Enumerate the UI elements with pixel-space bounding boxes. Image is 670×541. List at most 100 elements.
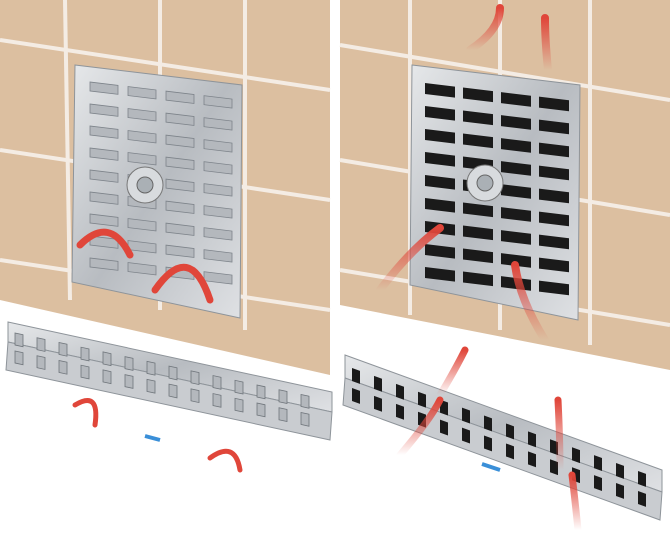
vent-slot — [203, 95, 233, 109]
vent-slot — [374, 375, 382, 392]
vent-slot — [501, 253, 531, 268]
vent-slot — [501, 230, 531, 245]
vent-slot — [374, 395, 382, 412]
vent-slot — [168, 365, 178, 381]
vent-slot — [278, 389, 288, 404]
vent-slot — [506, 443, 514, 460]
vent-slot — [80, 346, 90, 362]
vent-slot — [102, 369, 112, 385]
vent-slot — [539, 96, 569, 112]
vent-slot — [124, 374, 134, 389]
vent-slot — [127, 86, 157, 100]
left-strip-vent-closed — [5, 321, 333, 473]
vent-slot — [638, 470, 646, 487]
vent-slot — [146, 360, 156, 376]
vent-slot — [58, 359, 68, 375]
vent-slot — [89, 257, 119, 271]
vent-slot — [501, 138, 531, 153]
vent-slot — [572, 447, 580, 464]
vent-slot — [528, 431, 536, 448]
vent-slot — [165, 156, 195, 170]
vent-slot — [80, 364, 90, 380]
right-strip-vent-open — [342, 346, 663, 534]
vent-slot — [425, 83, 455, 98]
vent-slot — [352, 388, 360, 404]
vent-slot — [463, 133, 493, 149]
vent-slot — [190, 370, 200, 386]
vent-slot — [550, 459, 558, 476]
vent-slot — [539, 188, 569, 204]
vent-slot — [14, 332, 24, 348]
vent-slot — [165, 134, 195, 148]
left-airflow-arrows — [76, 228, 214, 304]
vent-slot — [539, 165, 569, 181]
vent-slot — [594, 475, 602, 491]
vent-slot — [425, 244, 455, 259]
vent-slot — [539, 142, 569, 158]
vent-slot — [165, 244, 195, 258]
vent-slot — [165, 222, 195, 236]
vent-slot — [539, 280, 569, 296]
vent-slot — [127, 218, 157, 232]
vent-slot — [89, 169, 119, 183]
vent-slot — [127, 130, 157, 144]
vent-slot — [440, 419, 448, 436]
vent-slot — [463, 248, 493, 264]
vent-slot — [528, 451, 536, 468]
vent-slot — [203, 205, 233, 219]
closed-slats — [89, 81, 233, 285]
open-slots — [425, 83, 569, 296]
vent-slot — [89, 103, 119, 117]
vent-slot — [14, 350, 24, 366]
vent-slot — [425, 106, 455, 121]
vent-slot — [638, 490, 646, 507]
vent-slot — [127, 108, 157, 122]
vent-slot — [212, 375, 222, 390]
vent-slot — [616, 463, 624, 479]
vent-slot — [539, 234, 569, 250]
vent-slot — [425, 267, 455, 282]
vent-slot — [425, 175, 455, 190]
vent-slot — [256, 402, 266, 418]
vent-slot — [352, 368, 360, 384]
right-square-vent-open — [409, 64, 581, 321]
vent-slot — [190, 388, 200, 404]
vent-slot — [501, 92, 531, 107]
vent-slot — [89, 147, 119, 161]
vent-slot — [58, 341, 68, 357]
vent-slot — [203, 139, 233, 153]
vent-slot — [506, 423, 514, 440]
vent-slot — [539, 211, 569, 227]
right-airflow-arrows — [376, 4, 552, 344]
vent-slot — [168, 383, 178, 399]
vent-slot — [256, 384, 266, 400]
left-square-vent-closed — [71, 64, 243, 319]
vent-slot — [278, 407, 288, 422]
vent-slot — [463, 271, 493, 287]
vent-slot — [501, 161, 531, 176]
vent-slot — [463, 110, 493, 126]
vent-slot — [616, 483, 624, 499]
slide-direction-arrow — [481, 462, 501, 472]
vent-slot — [463, 87, 493, 103]
vent-slot — [146, 378, 156, 394]
vent-slot — [396, 383, 404, 400]
vent-slot — [501, 207, 531, 222]
vent-slot — [203, 271, 233, 285]
vent-slot — [300, 412, 310, 427]
vent-slot — [418, 391, 426, 408]
vent-slot — [165, 90, 195, 104]
vent-slot — [462, 427, 470, 444]
vent-slot — [234, 379, 244, 395]
vent-slot — [463, 202, 493, 218]
vent-slot — [462, 407, 470, 424]
vent-slot — [463, 225, 493, 241]
vent-slot — [539, 119, 569, 135]
vent-slot — [300, 394, 310, 409]
vent-slot — [212, 393, 222, 408]
vent-slot — [89, 81, 119, 95]
vent-slot — [124, 356, 134, 371]
vent-slot — [165, 112, 195, 126]
vent-slot — [89, 125, 119, 139]
